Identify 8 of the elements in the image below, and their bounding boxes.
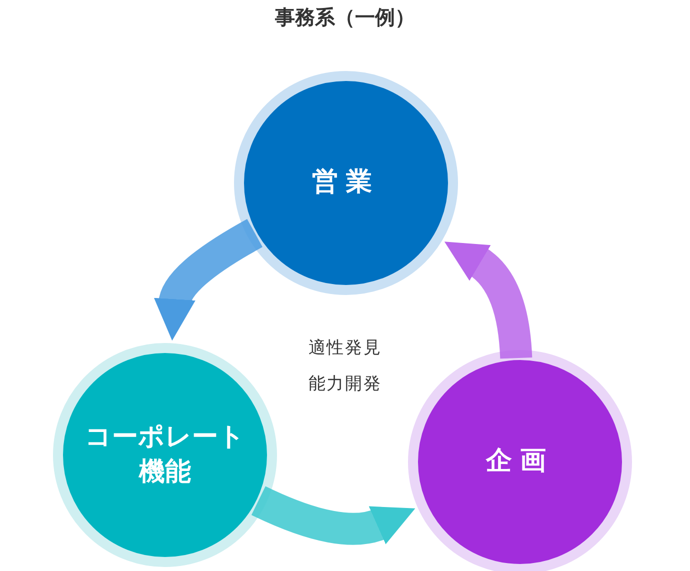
center-label: 適性発見 <box>308 337 382 360</box>
diagram-title: 事務系（一例） <box>275 4 415 31</box>
curved-arrow <box>252 486 416 545</box>
center-label: 能力開発 <box>308 372 382 396</box>
node-label: コーポレート機能 <box>84 420 246 489</box>
node-label: 営業 <box>311 166 381 200</box>
curved-arrow <box>446 240 532 359</box>
node-label: 企画 <box>484 445 555 478</box>
